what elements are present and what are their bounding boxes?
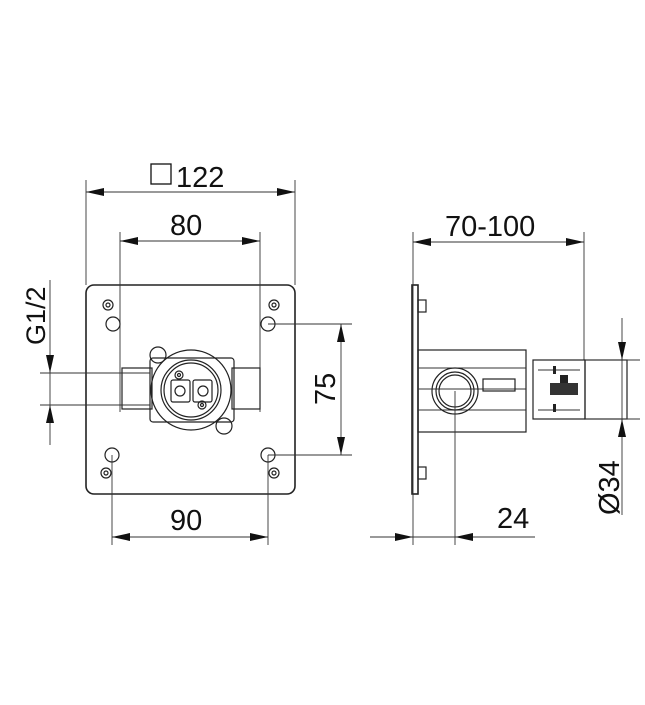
dim-offset: 24 — [497, 503, 529, 535]
dim-diameter: Ø34 — [594, 460, 626, 515]
valve-body-side — [417, 349, 527, 433]
dim-thread: G1/2 — [21, 286, 51, 345]
dim-plate-width: 122 — [176, 162, 224, 194]
mounting-hole-top-left — [105, 316, 121, 332]
screw-hole-top-right — [268, 299, 280, 311]
screw-hole-bottom-right — [268, 467, 280, 479]
front-view: 122 80 — [21, 162, 352, 545]
screw-hole-bottom-left — [100, 467, 112, 479]
dim-hole-vertical: 75 — [310, 373, 342, 405]
dim-installation-depth: 70-100 — [445, 211, 535, 243]
valve-body — [149, 346, 235, 435]
dim-inner-width: 80 — [170, 210, 202, 242]
mounting-plate — [85, 284, 296, 495]
side-view: 70-100 24 — [370, 211, 640, 545]
dim-hole-horizontal: 90 — [170, 505, 202, 537]
screw-hole-top-left — [102, 299, 114, 311]
cartridge-side — [532, 359, 628, 420]
square-symbol-icon — [150, 163, 172, 185]
